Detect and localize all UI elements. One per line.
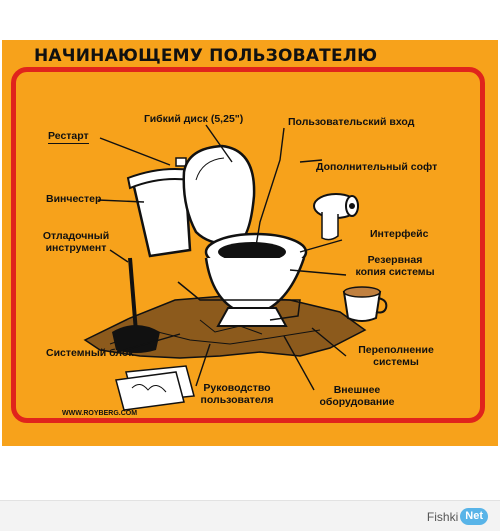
footer-bar: Fishki Net: [0, 500, 500, 531]
label-overflow: Переполнение системы: [346, 344, 446, 368]
leader-lines: [97, 124, 347, 391]
label-manual-line1: Руководство: [203, 382, 271, 394]
toilet-icon: [126, 144, 308, 327]
label-interface: Интерфейс: [370, 228, 429, 240]
label-manual: Руководство пользователя: [192, 382, 282, 406]
poster-frame: [11, 67, 485, 423]
poster-illustration: [83, 124, 388, 411]
label-manual-line2: пользователя: [200, 394, 274, 406]
watermark-badge: Net: [460, 508, 488, 525]
label-external: Внешнее оборудование: [302, 384, 412, 408]
label-backup-line1: Резервная: [367, 254, 423, 266]
label-backup: Резервная копия системы: [340, 254, 450, 278]
toilet-paper-icon: [313, 193, 359, 241]
plunger-icon: [112, 257, 160, 353]
cup-icon: [342, 286, 388, 322]
label-external-line1: Внешнее: [333, 384, 381, 396]
label-system-unit: Системный блок: [46, 347, 134, 359]
label-debug-tool: Отладочный инструмент: [34, 230, 118, 254]
label-debug-tool-text: Отладочный инструмент: [42, 230, 110, 254]
site-url: WWW.ROYBERG.COM: [62, 410, 138, 417]
watermark-logo[interactable]: Fishki Net: [427, 508, 488, 525]
label-restart: Рестарт: [48, 130, 89, 144]
label-overflow-line2: системы: [373, 356, 419, 368]
paper-sheets-icon: [115, 365, 195, 411]
label-external-line2: оборудование: [319, 396, 395, 408]
label-hdd: Винчестер: [46, 193, 102, 205]
label-user-input: Пользовательский вход: [288, 116, 415, 128]
label-floppy: Гибкий диск (5,25"): [144, 113, 244, 125]
poster-frame-wrap: [2, 40, 498, 446]
watermark-brand: Fishki: [426, 509, 459, 524]
label-backup-line2: копия системы: [355, 266, 435, 278]
label-overflow-line1: Переполнение: [358, 344, 434, 356]
label-extra-soft: Дополнительный софт: [316, 161, 438, 173]
poster-title: НАЧИНАЮЩЕМУ ПОЛЬЗОВАТЕЛЮ: [34, 46, 378, 66]
